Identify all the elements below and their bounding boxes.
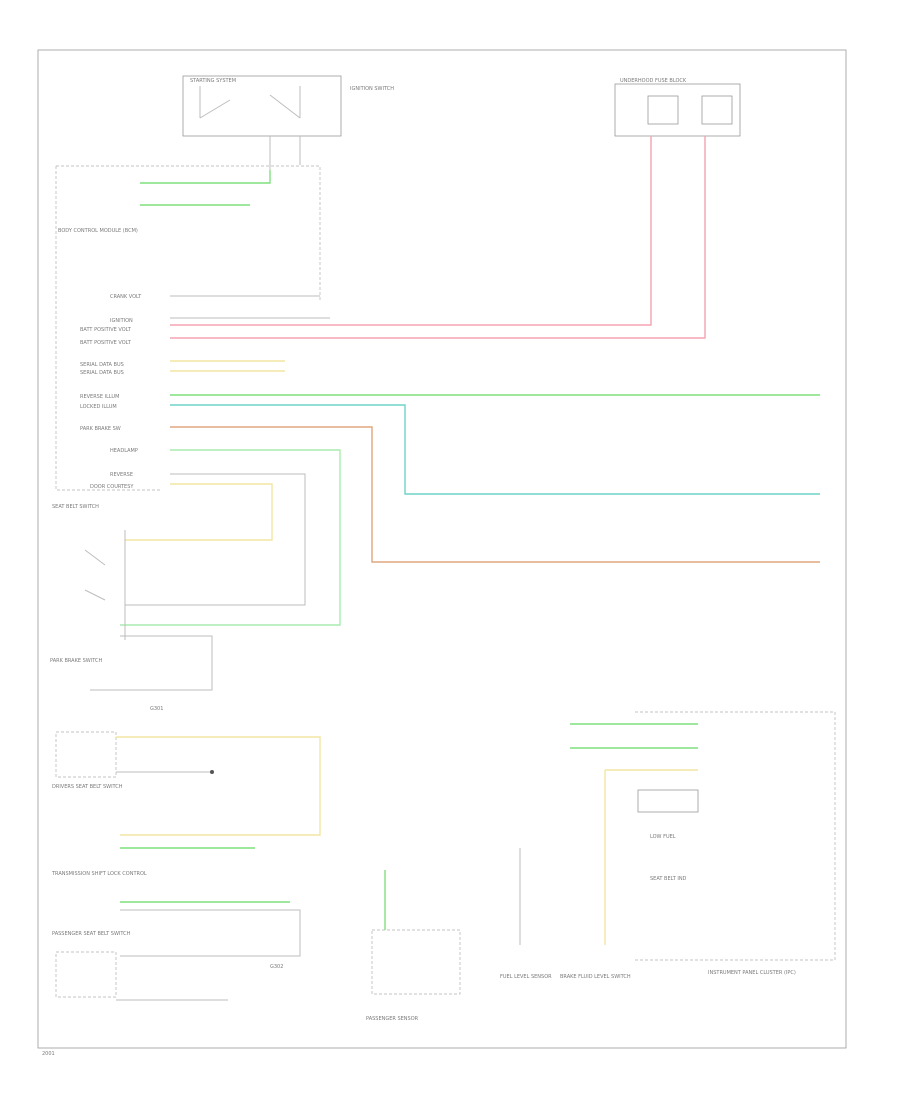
diagram-frame — [37, 49, 847, 1049]
park-brake-switch: PARK BRAKE SWITCH G301 — [50, 635, 213, 712]
drivers-seat-label: DRIVERS SEAT BELT SWITCH — [52, 784, 123, 790]
footnote: 2001 — [42, 1051, 55, 1057]
brake-fluid-label: BRAKE FLUID LEVEL SWITCH — [560, 974, 631, 980]
row-serial1: SERIAL DATA BUS — [80, 362, 124, 368]
instrument-cluster: INSTRUMENT PANEL CLUSTER (IPC) LOW FUEL … — [500, 711, 836, 980]
row-ignition: IGNITION — [110, 318, 133, 324]
seat-belt-label: SEAT BELT SWITCH — [52, 504, 99, 510]
bcm-wires — [120, 170, 820, 626]
seatbelt-ind-label: SEAT BELT IND — [650, 876, 687, 882]
drivers-seat-belt: DRIVERS SEAT BELT SWITCH — [52, 731, 321, 836]
bcm-module: BODY CONTROL MODULE (BCM) CRANK VOLT IGN… — [55, 165, 321, 491]
row-crank-volt: CRANK VOLT — [110, 294, 142, 300]
row-serial2: SERIAL DATA BUS — [80, 370, 124, 376]
row-batt2: BATT POSITIVE VOLT — [80, 340, 132, 346]
fuse-block-box: UNDERHOOD FUSE BLOCK — [170, 78, 741, 339]
row-batt1: BATT POSITIVE VOLT — [80, 327, 132, 333]
park-brake-label: PARK BRAKE SWITCH — [50, 658, 102, 664]
bcm-label: BODY CONTROL MODULE (BCM) — [58, 228, 138, 234]
row-door: DOOR COURTESY — [90, 484, 134, 490]
passenger-seat-belt: PASSENGER SEAT BELT SWITCH G302 — [52, 931, 283, 1001]
row-headlamp: HEADLAMP — [110, 448, 138, 454]
row-reverse: REVERSE ILLUM — [80, 394, 119, 400]
steering-controls: TRANSMISSION SHIFT LOCK CONTROL — [51, 847, 301, 957]
passenger-sensor-label: PASSENGER SENSOR — [366, 1016, 419, 1022]
row-reverse2: REVERSE — [110, 472, 133, 478]
starting-system-box: STARTING SYSTEM IGNITION SWITCH — [182, 75, 394, 170]
passenger-seat-label: PASSENGER SEAT BELT SWITCH — [52, 931, 131, 937]
fuel-level-label: FUEL LEVEL SENSOR — [500, 974, 552, 980]
ground2-label: G302 — [270, 964, 283, 970]
seat-belt-switch: SEAT BELT SWITCH — [52, 504, 126, 640]
ground1-label: G301 — [150, 706, 163, 712]
starting-system-label: STARTING SYSTEM — [190, 78, 236, 84]
ignition-switch-label: IGNITION SWITCH — [350, 86, 394, 92]
low-fuel-label: LOW FUEL — [650, 834, 676, 840]
row-lock: LOCKED ILLUM — [80, 404, 117, 410]
ipc-label: INSTRUMENT PANEL CLUSTER (IPC) — [708, 970, 796, 976]
passenger-sensor: PASSENGER SENSOR — [366, 870, 461, 1022]
transmission-label: TRANSMISSION SHIFT LOCK CONTROL — [51, 871, 147, 877]
fuse-block-label: UNDERHOOD FUSE BLOCK — [620, 78, 687, 84]
row-park: PARK BRAKE SW — [80, 426, 121, 432]
